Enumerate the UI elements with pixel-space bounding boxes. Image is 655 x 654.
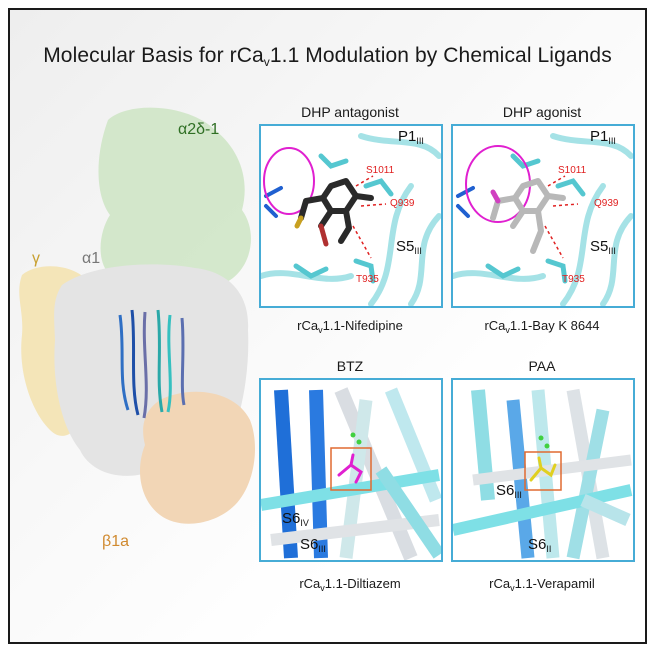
caption3-post: 1.1-Diltiazem	[324, 576, 401, 591]
bayk8644-structure	[453, 133, 633, 306]
panel2-residue-2: Q939	[594, 198, 619, 209]
panel3-helix-b: S6III	[300, 536, 326, 554]
panel2-helix-top-sub: III	[608, 136, 616, 146]
verapamil-helix-bundle	[453, 388, 633, 560]
panel1-residue-3: T935	[356, 274, 379, 285]
caption1-post: 1.1-Nifedipine	[322, 318, 403, 333]
figure-title: Molecular Basis for rCav1.1 Modulation b…	[0, 44, 655, 69]
panel1-residue-2: Q939	[390, 198, 415, 209]
caption4-pre: rCa	[489, 576, 511, 591]
panel4-helix-a-name: S6	[496, 482, 515, 499]
panel-btz	[259, 378, 443, 562]
caption2-pre: rCa	[484, 318, 506, 333]
label-a1: α1	[82, 250, 101, 267]
panel1-helix-top-sub: III	[416, 136, 424, 146]
panel-dhp-agonist	[451, 124, 635, 308]
caption1-sub: v	[318, 325, 323, 335]
panel3-helix-a: S6IV	[282, 510, 309, 528]
title-sub: v	[263, 55, 270, 69]
panel-heading-1: DHP antagonist	[301, 104, 399, 120]
label-b1a: β1a	[102, 533, 129, 550]
panel4-helix-b-sub: II	[546, 544, 552, 554]
panel3-helix-a-name: S6	[282, 510, 301, 527]
panel4-helix-b-name: S6	[528, 536, 547, 553]
panel2-residue-1: S1011	[558, 165, 587, 176]
caption2-sub: v	[505, 325, 510, 335]
alpha2delta-subunit	[98, 107, 251, 299]
panel-caption-1: rCav1.1-Nifedipine	[259, 318, 441, 335]
panel-caption-4: rCav1.1-Verapamil	[451, 576, 633, 593]
panel2-helix-mid-name: S5	[590, 238, 609, 255]
caption4-post: 1.1-Verapamil	[514, 576, 595, 591]
panel2-helix-mid-sub: III	[608, 246, 616, 256]
panel2-helix-mid: S5III	[590, 238, 616, 256]
title-pre: Molecular Basis for rCa	[43, 44, 264, 67]
caption3-pre: rCa	[299, 576, 321, 591]
panel-caption-3: rCav1.1-Diltiazem	[259, 576, 441, 593]
channel-complex-illustration	[19, 107, 255, 524]
panel1-helix-mid: S5III	[396, 238, 422, 256]
caption4-sub: v	[510, 583, 515, 593]
panel1-helix-mid-name: S5	[396, 238, 415, 255]
panel-heading-3: BTZ	[336, 358, 364, 374]
panel2-residue-3: T935	[562, 274, 585, 285]
panel4-helix-a-sub: III	[514, 490, 522, 500]
panel4-helix-a: S6III	[496, 482, 522, 500]
panel4-helix-b: S6II	[528, 536, 552, 554]
panel2-helix-top-name: P1	[590, 128, 609, 145]
nifedipine-structure	[261, 133, 441, 306]
title-post: 1.1 Modulation by Chemical Ligands	[269, 44, 612, 67]
panel3-helix-a-sub: IV	[300, 518, 309, 528]
panel-heading-2: DHP agonist	[502, 104, 582, 120]
caption1-pre: rCa	[297, 318, 319, 333]
panel3-helix-b-sub: III	[318, 544, 326, 554]
panel3-helix-b-name: S6	[300, 536, 319, 553]
panel-heading-4: PAA	[528, 358, 556, 374]
panel1-helix-top-name: P1	[398, 128, 417, 145]
beta1a-subunit	[140, 391, 255, 524]
caption3-sub: v	[320, 583, 325, 593]
panel1-helix-mid-sub: III	[414, 246, 422, 256]
label-a2d: α2δ-1	[178, 121, 220, 138]
caption2-post: 1.1-Bay K 8644	[509, 318, 600, 333]
panel2-helix-top: P1III	[590, 128, 616, 146]
panel-caption-2: rCav1.1-Bay K 8644	[451, 318, 633, 335]
panel-dhp-antagonist	[259, 124, 443, 308]
label-gamma: γ	[32, 250, 40, 267]
panel1-helix-top: P1III	[398, 128, 424, 146]
diltiazem-helix-bundle	[261, 387, 441, 560]
panel1-residue-1: S1011	[366, 165, 395, 176]
alpha1-core-helices	[118, 309, 186, 419]
panel-paa	[451, 378, 635, 562]
